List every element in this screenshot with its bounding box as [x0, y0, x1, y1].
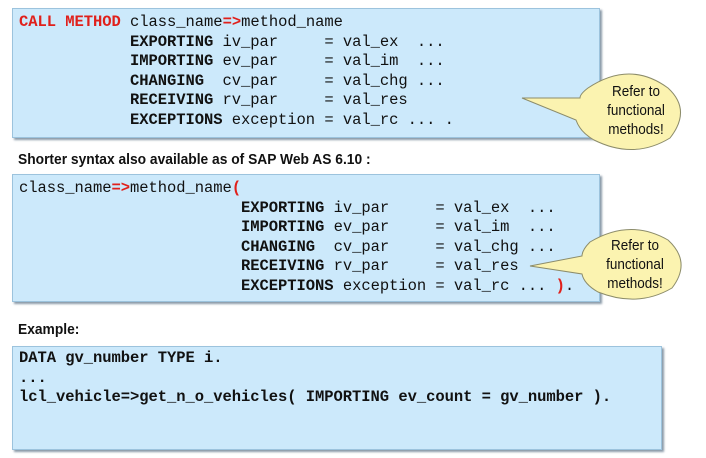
- code-operator: =>: [222, 13, 242, 31]
- callout-text-1: Refer to functional methods!: [607, 83, 665, 138]
- code-line: DATA gv_number TYPE i.: [19, 349, 661, 369]
- callout-text-2: Refer to functional methods!: [606, 237, 664, 292]
- code-line: EXCEPTIONS exception = val_rc ... ).: [19, 277, 599, 297]
- code-keyword: ...: [19, 368, 47, 387]
- code-text: class_name: [19, 179, 112, 197]
- code-line: class_name=>method_name(: [19, 179, 599, 199]
- code-text: method_name: [130, 179, 232, 197]
- code-line: CHANGING cv_par = val_chg ...: [19, 238, 599, 258]
- code-keyword: EXCEPTIONS: [130, 110, 223, 129]
- shorter-syntax-block: class_name=>method_name( EXPORTING iv_pa…: [12, 174, 600, 302]
- code-line: IMPORTING ev_par = val_im ...: [19, 52, 599, 72]
- code-block-2: class_name=>method_name( EXPORTING iv_pa…: [13, 175, 599, 296]
- code-keyword: IMPORTING: [130, 52, 214, 70]
- example-block: DATA gv_number TYPE i....lcl_vehicle=>ge…: [12, 346, 662, 450]
- code-text: [19, 277, 241, 295]
- code-keyword: EXPORTING: [241, 198, 325, 217]
- code-keyword: DATA gv_number TYPE i.: [19, 349, 223, 367]
- code-text: [19, 218, 241, 236]
- code-text: [19, 238, 241, 256]
- code-keyword: CHANGING: [130, 71, 205, 90]
- caption-example: Example:: [18, 321, 80, 338]
- code-text: exception = val_rc ...: [333, 276, 556, 295]
- code-text: [19, 52, 130, 70]
- code-text: ev_par = val_im ...: [213, 52, 445, 70]
- code-line: EXCEPTIONS exception = val_rc ... .: [19, 111, 599, 131]
- code-operator: ): [555, 276, 565, 295]
- code-keyword: EXPORTING: [130, 32, 214, 51]
- code-line: ...: [19, 369, 661, 389]
- code-line: lcl_vehicle=>get_n_o_vehicles( IMPORTING…: [19, 388, 661, 408]
- code-text: [19, 33, 130, 51]
- code-text: cv_par = val_chg ...: [315, 237, 556, 256]
- code-line: CHANGING cv_par = val_chg ...: [19, 72, 599, 92]
- code-block-1: CALL METHOD class_name=>method_name EXPO…: [13, 9, 599, 130]
- code-line: RECEIVING rv_par = val_res: [19, 257, 599, 277]
- code-text: rv_par = val_res: [324, 257, 519, 275]
- code-text: [19, 91, 130, 109]
- code-text: .: [564, 276, 575, 295]
- code-operator: (: [231, 179, 242, 197]
- code-text: iv_par = val_ex ...: [213, 32, 445, 51]
- code-keyword: lcl_vehicle=>get_n_o_vehicles( IMPORTING…: [19, 388, 612, 406]
- code-text: [19, 257, 241, 275]
- code-text: cv_par = val_chg ...: [204, 71, 445, 90]
- code-text: [19, 111, 130, 129]
- code-operator: =>: [111, 179, 131, 197]
- code-text: exception = val_rc ... .: [222, 110, 454, 129]
- callout-bubble-1: [521, 73, 681, 150]
- code-keyword: IMPORTING: [241, 218, 325, 236]
- code-text: class_name: [120, 13, 223, 31]
- code-operator: CALL METHOD: [19, 13, 121, 31]
- caption-shorter-syntax: Shorter syntax also available as of SAP …: [18, 151, 371, 168]
- code-keyword: RECEIVING: [241, 257, 325, 275]
- code-text: [19, 72, 130, 90]
- code-line: RECEIVING rv_par = val_res: [19, 91, 599, 111]
- callout-bubble-2: [529, 229, 682, 300]
- code-text: rv_par = val_res: [213, 91, 408, 109]
- code-block-3: DATA gv_number TYPE i....lcl_vehicle=>ge…: [13, 347, 661, 408]
- code-line: IMPORTING ev_par = val_im ...: [19, 218, 599, 238]
- code-text: ev_par = val_im ...: [324, 218, 556, 236]
- call-method-syntax-block: CALL METHOD class_name=>method_name EXPO…: [12, 8, 600, 138]
- code-keyword: RECEIVING: [130, 91, 214, 109]
- code-keyword: CHANGING: [241, 237, 316, 256]
- code-text: method_name: [241, 13, 343, 31]
- code-text: iv_par = val_ex ...: [324, 198, 556, 217]
- code-line: EXPORTING iv_par = val_ex ...: [19, 33, 599, 53]
- code-keyword: EXCEPTIONS: [241, 276, 334, 295]
- code-text: [19, 199, 241, 217]
- code-line: EXPORTING iv_par = val_ex ...: [19, 199, 599, 219]
- code-line: CALL METHOD class_name=>method_name: [19, 13, 599, 33]
